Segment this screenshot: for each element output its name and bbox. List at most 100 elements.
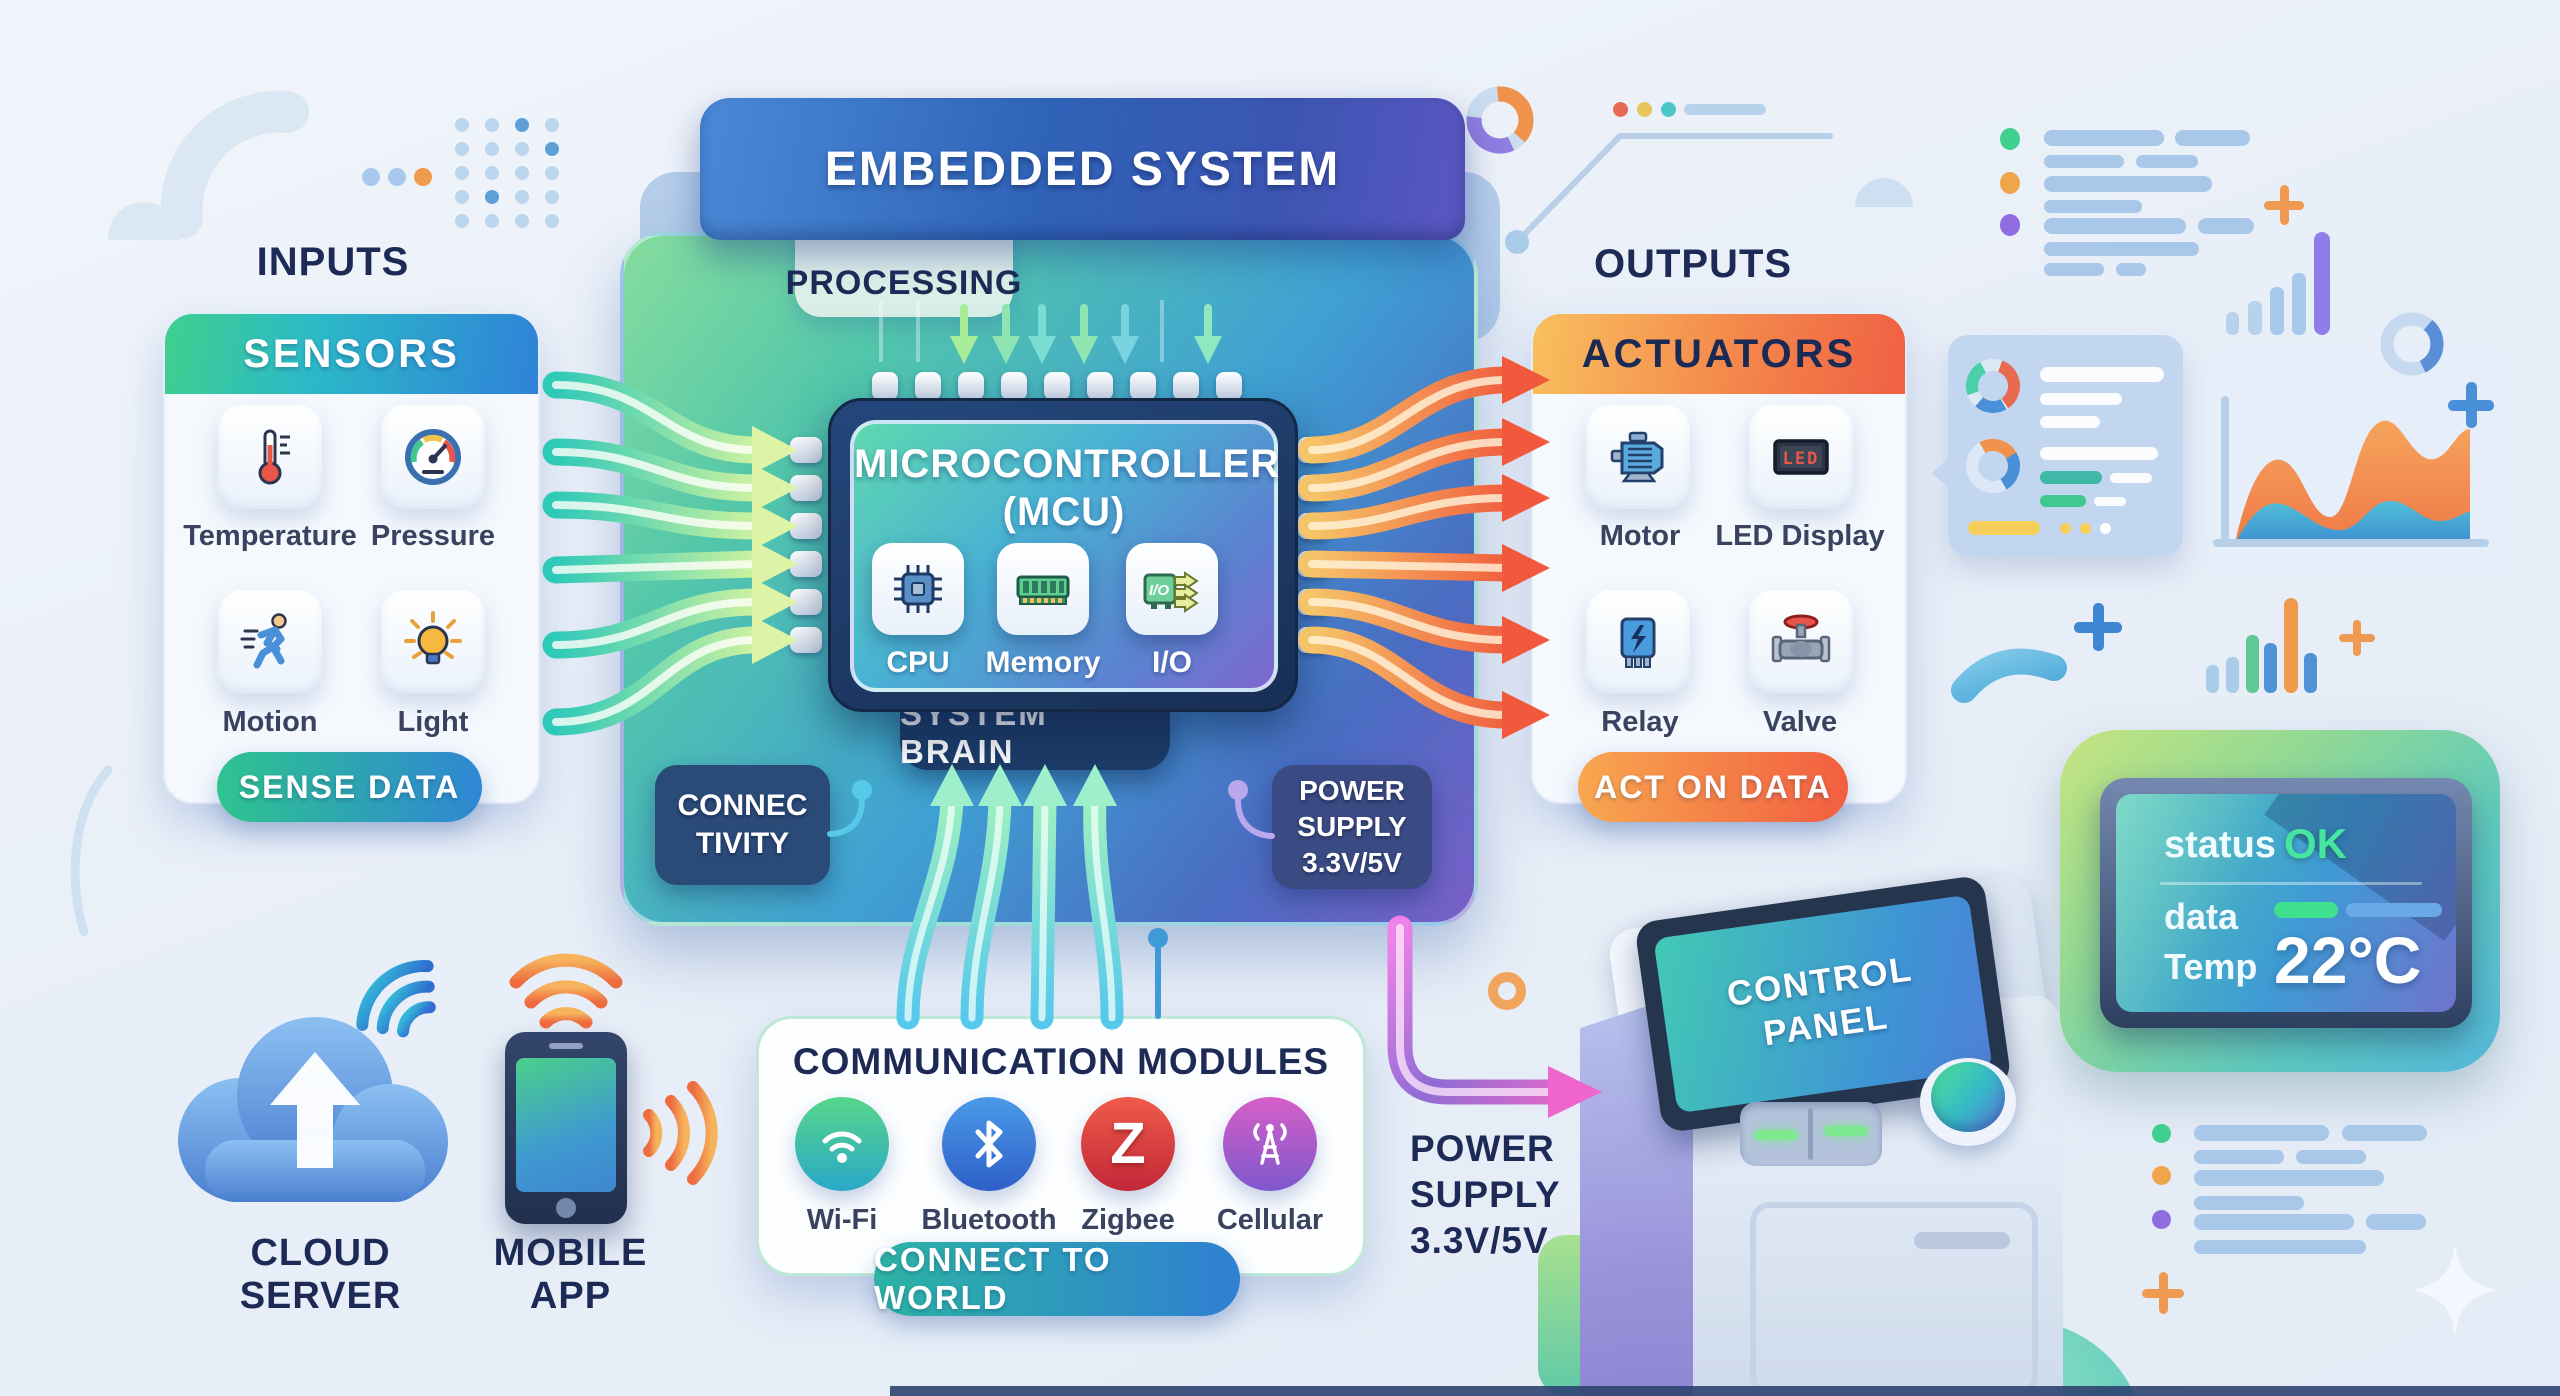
comm-modules-card: COMMUNICATION MODULES Z: [756, 1016, 1366, 1276]
inputs-heading: INPUTS: [256, 240, 410, 284]
chip-pin: [790, 475, 822, 501]
chip-pin: [1216, 372, 1242, 400]
relay-label: Relay: [1601, 706, 1679, 738]
status-label: status: [2164, 824, 2276, 866]
motor-tile: [1586, 405, 1690, 509]
connectivity-box: CONNEC TIVITY: [655, 765, 830, 885]
dot-decoration: [1613, 102, 1628, 117]
act-on-data-badge: ACT ON DATA: [1578, 752, 1848, 822]
phone-speaker: [549, 1043, 583, 1049]
sparkle-icon: [2413, 1244, 2497, 1336]
bluetooth-module: [942, 1097, 1036, 1191]
gauge-icon: [405, 429, 461, 485]
plus-decoration: [2264, 185, 2304, 225]
sense-data-badge: SENSE DATA: [217, 752, 482, 822]
chip-pin: [790, 437, 822, 463]
memory-label: Memory: [985, 646, 1101, 679]
sensors-card: SENSORS Temperature Pressur: [163, 312, 540, 804]
mcu-title-line1: MICROCONTROLLER: [854, 442, 1281, 486]
bar-decoration: [2304, 653, 2317, 693]
temp-label: Temp: [2164, 946, 2258, 987]
dashboard-pointer: [1932, 457, 1950, 489]
code-dot-purple: [2152, 1210, 2171, 1229]
valve-label: Valve: [1762, 706, 1838, 738]
mobile-phone-icon: [505, 1032, 627, 1224]
area-chart-decoration: [2213, 396, 2489, 547]
chip-pin: [790, 627, 822, 653]
motion-tile: [218, 590, 322, 694]
zigbee-label: Zigbee: [1081, 1204, 1175, 1236]
power-label-line1: POWER: [1410, 1128, 1555, 1169]
chip-pin: [872, 372, 898, 400]
power-supply-box: POWER SUPPLY 3.3V/5V: [1272, 765, 1432, 889]
power-box-line3: 3.3V/5V: [1302, 847, 1402, 878]
chip-pin: [1130, 372, 1156, 400]
io-icon-text: I/O: [1149, 582, 1169, 599]
chip-pin: [790, 513, 822, 539]
plus-decoration: [2074, 603, 2122, 651]
plus-decoration: [2339, 620, 2375, 656]
chip-pin: [915, 372, 941, 400]
bar-decoration: [2226, 657, 2239, 693]
cellular-label: Cellular: [1216, 1204, 1324, 1236]
cellular-module: [1223, 1097, 1317, 1191]
kiosk-door-handle[interactable]: [1914, 1232, 2010, 1249]
kiosk-green-button[interactable]: [1931, 1062, 2005, 1132]
motor-label: Motor: [1599, 520, 1681, 552]
arc-swoosh-decoration: [160, 90, 309, 239]
chip-pin: [1298, 589, 1330, 615]
chip-pin: [1298, 437, 1330, 463]
led-icon-text: LED: [1783, 449, 1820, 469]
light-bulb-icon: [404, 611, 462, 665]
power-arrow: [1387, 915, 1602, 1118]
actuators-card: ACTUATORS LED Motor LED Display: [1531, 312, 1907, 804]
slot-divider: [1808, 1108, 1813, 1160]
kiosk-door[interactable]: [1750, 1202, 2038, 1396]
phone-screen: [516, 1058, 616, 1192]
status-value: OK: [2284, 820, 2347, 867]
dashboard-donut-2: [1966, 439, 2020, 493]
power-supply-label: POWER SUPPLY 3.3V/5V: [1410, 1126, 1561, 1264]
light-tile: [381, 590, 485, 694]
chip-pin: [790, 551, 822, 577]
bar-decoration: [2284, 598, 2298, 693]
teal-swoosh-decoration: [1951, 648, 2067, 703]
data-bar-blue: [2346, 903, 2442, 917]
bar-decoration: [2246, 635, 2259, 693]
teal-bar: [2040, 471, 2102, 484]
chip-pin: [1001, 372, 1027, 400]
yellow-bar: [1968, 521, 2040, 535]
bar-decoration: [2270, 287, 2284, 335]
wifi-module: [795, 1097, 889, 1191]
kiosk-slot[interactable]: [1740, 1102, 1882, 1166]
slot-light-left: [1754, 1130, 1798, 1140]
mobile-wifi-top-icon: [509, 953, 623, 1029]
half-dome-decoration: [1855, 178, 1913, 207]
line-decoration: [1684, 104, 1766, 115]
bar-decoration: [2314, 232, 2330, 335]
chip-pin: [1087, 372, 1113, 400]
pressure-label: Pressure: [370, 520, 496, 552]
bar-decoration: [2206, 665, 2219, 693]
chip-pin: [1173, 372, 1199, 400]
mobile-wifi-right-icon: [643, 1081, 718, 1185]
actuators-header: ACTUATORS: [1533, 314, 1905, 394]
motor-icon: [1610, 431, 1664, 483]
plus-decoration: [2142, 1272, 2184, 1314]
power-label-line3: 3.3V/5V: [1410, 1220, 1549, 1261]
zigbee-glyph: Z: [1110, 1111, 1146, 1176]
motion-icon: [240, 613, 287, 669]
bar-decoration: [2226, 312, 2239, 335]
code-dot-orange: [2000, 172, 2020, 194]
control-panel-kiosk: CONTROL PANEL: [1575, 873, 2075, 1396]
chip-pin: [1044, 372, 1070, 400]
memory-icon: [1016, 575, 1070, 605]
chip-pin: [790, 589, 822, 615]
connectivity-line1: CONNEC: [677, 789, 808, 822]
chip-pin: [1298, 551, 1330, 577]
motion-label: Motion: [222, 706, 318, 738]
wifi-label: Wi-Fi: [806, 1204, 878, 1236]
power-label-line2: SUPPLY: [1410, 1174, 1561, 1215]
led-display-tile: LED: [1749, 405, 1853, 509]
